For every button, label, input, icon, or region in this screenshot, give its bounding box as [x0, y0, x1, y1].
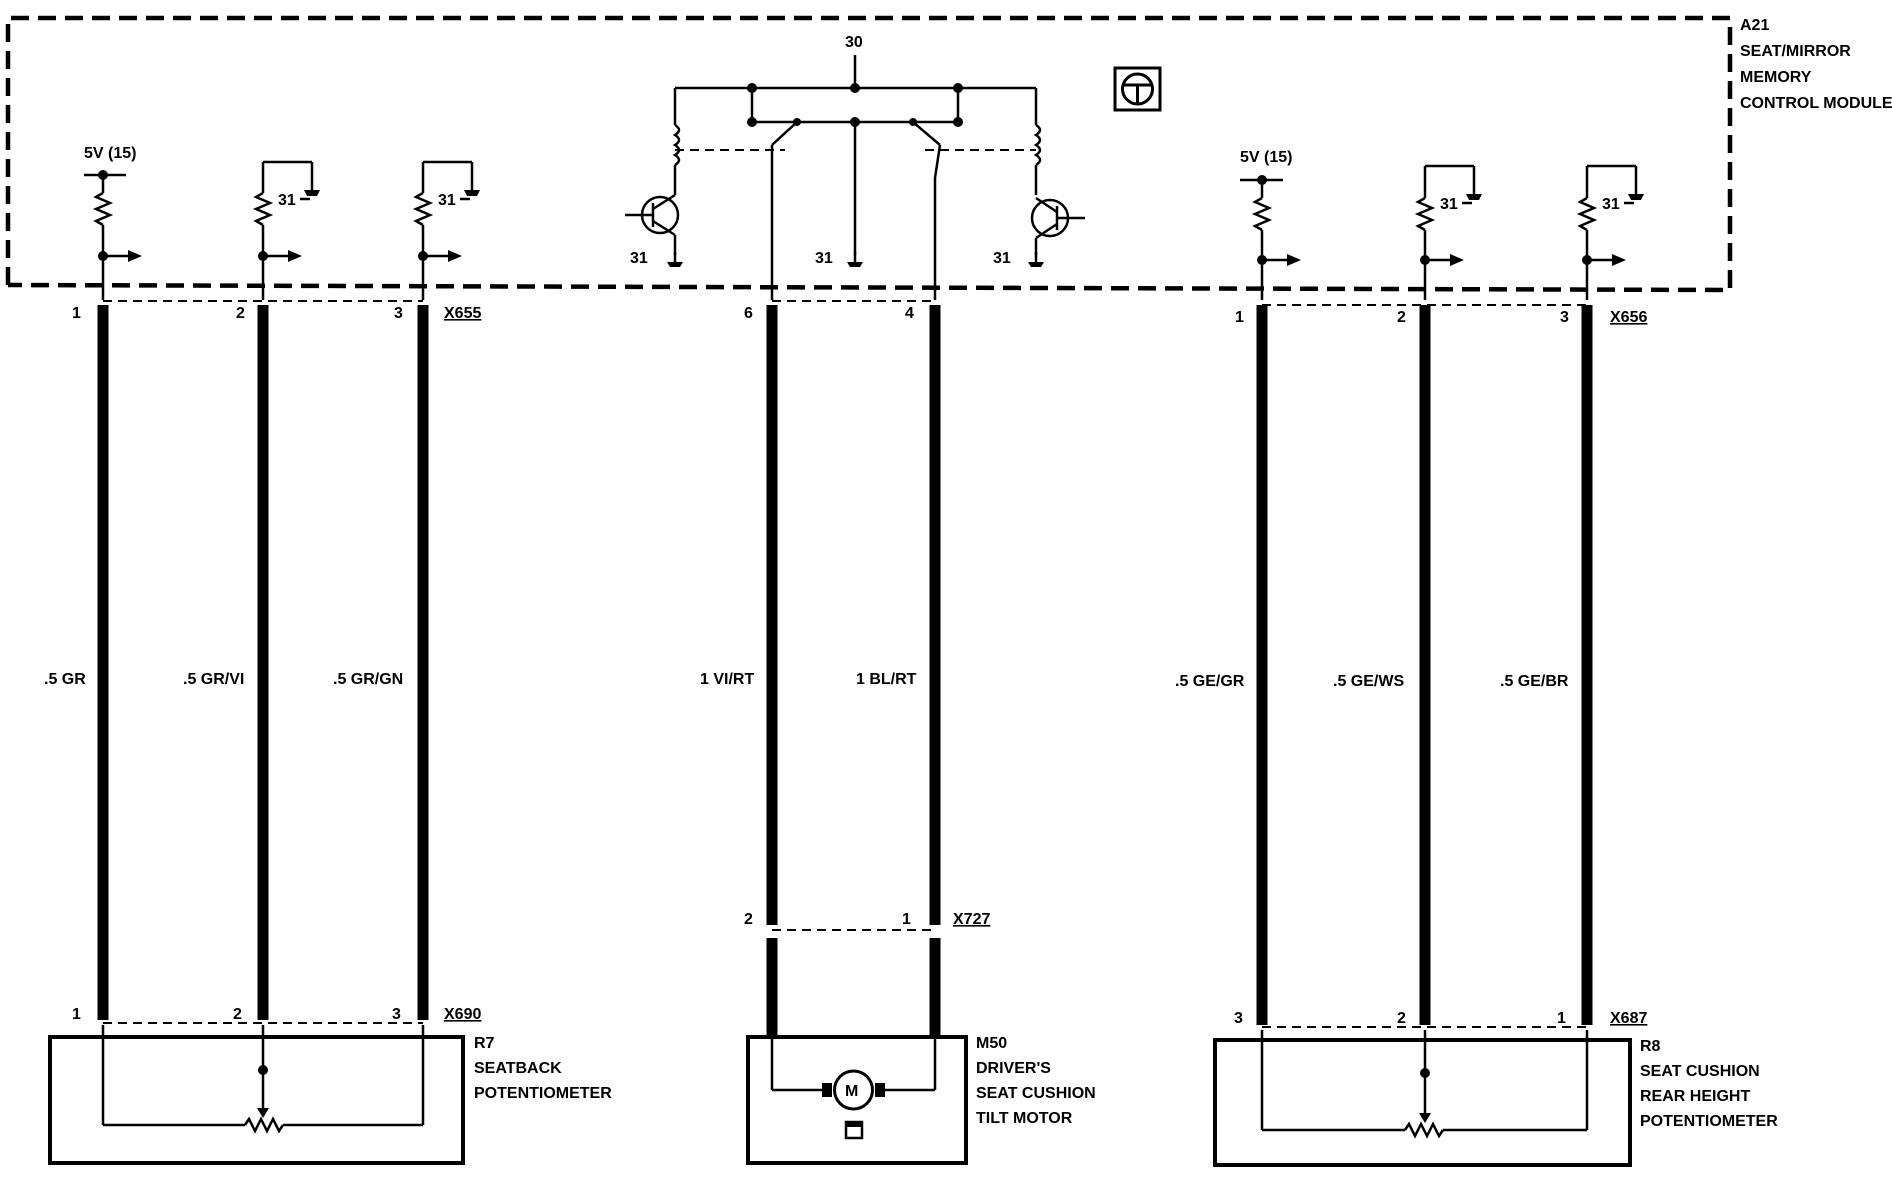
svg-text:.5 GE/BR: .5 GE/BR: [1500, 673, 1569, 690]
steering-wheel-icon: [1113, 66, 1162, 112]
motor-icon: M: [822, 1069, 885, 1111]
svg-text:.5 GR: .5 GR: [44, 671, 86, 688]
module-label: A21 SEAT/MIRROR MEMORY CONTROL MODULE: [1740, 17, 1892, 112]
svg-text:X690: X690: [444, 1006, 481, 1023]
ground-icon: [847, 252, 863, 267]
svg-text:SEATBACK: SEATBACK: [474, 1060, 562, 1077]
svg-text:31: 31: [993, 250, 1011, 267]
svg-text:R8: R8: [1640, 1038, 1661, 1055]
svg-text:1: 1: [72, 1006, 81, 1023]
connector-x655: 1 2 3 X655: [72, 300, 481, 322]
svg-text:X655: X655: [444, 305, 481, 322]
module-boundary: [5, 15, 1733, 293]
svg-text:REAR HEIGHT: REAR HEIGHT: [1640, 1088, 1750, 1105]
svg-text:SEAT/MIRROR: SEAT/MIRROR: [1740, 43, 1851, 60]
ground-icon: [667, 252, 683, 267]
left-wires: .5 GR .5 GR/VI .5 GR/GN: [44, 305, 429, 1020]
svg-text:POTENTIOMETER: POTENTIOMETER: [474, 1085, 612, 1102]
svg-text:3: 3: [1560, 309, 1569, 326]
svg-text:.5 GR/GN: .5 GR/GN: [333, 671, 403, 688]
svg-text:2: 2: [1397, 309, 1406, 326]
svg-text:1: 1: [902, 911, 911, 928]
svg-text:SEAT CUSHION: SEAT CUSHION: [976, 1085, 1096, 1102]
m50-motor: M M50 DRIVER'S SEAT CUSHION TILT MOTOR: [746, 1035, 1096, 1165]
left-input-circuits: 5V (15) 31 31: [84, 145, 480, 300]
svg-text:1: 1: [72, 305, 81, 322]
svg-text:2: 2: [233, 1006, 242, 1023]
svg-text:5V (15): 5V (15): [84, 145, 136, 162]
svg-text:CONTROL MODULE: CONTROL MODULE: [1740, 95, 1892, 112]
r8-potentiometer: R8 SEAT CUSHION REAR HEIGHT POTENTIOMETE…: [1213, 1030, 1778, 1167]
svg-text:R7: R7: [474, 1035, 495, 1052]
svg-text:.5 GR/VI: .5 GR/VI: [183, 671, 244, 688]
svg-text:TILT MOTOR: TILT MOTOR: [976, 1110, 1073, 1127]
right-input-circuits: 5V (15) 31 31: [1240, 149, 1644, 300]
svg-text:M50: M50: [976, 1035, 1007, 1052]
svg-text:3: 3: [394, 305, 403, 322]
svg-text:6: 6: [744, 305, 753, 322]
connector-x656: 1 2 3 X656: [1235, 304, 1647, 326]
svg-text:.5 GE/GR: .5 GE/GR: [1175, 673, 1245, 690]
svg-text:A21: A21: [1740, 17, 1769, 34]
svg-text:31: 31: [278, 192, 296, 209]
svg-text:30: 30: [845, 34, 863, 51]
motor-wires: 1 VI/RT 1 BL/RT: [700, 305, 941, 1038]
svg-text:5V (15): 5V (15): [1240, 149, 1292, 166]
connector-motor-top: 6 4: [744, 300, 935, 322]
seat-icon: [844, 1120, 864, 1140]
connector-x690: 1 2 3 X690: [72, 1006, 481, 1024]
supply-30-network: 30: [625, 34, 1085, 300]
svg-text:2: 2: [236, 305, 245, 322]
r7-potentiometer: R7 SEATBACK POTENTIOMETER: [48, 1025, 612, 1165]
svg-text:31: 31: [815, 250, 833, 267]
ground-icon: [1028, 252, 1044, 267]
svg-text:2: 2: [744, 911, 753, 928]
svg-text:X687: X687: [1610, 1010, 1647, 1027]
svg-text:X727: X727: [953, 911, 990, 928]
svg-text:X656: X656: [1610, 309, 1647, 326]
svg-text:M: M: [845, 1083, 858, 1100]
svg-text:4: 4: [905, 305, 914, 322]
svg-text:1 VI/RT: 1 VI/RT: [700, 671, 754, 688]
svg-text:31: 31: [630, 250, 648, 267]
svg-text:31: 31: [438, 192, 456, 209]
connector-x687: 3 2 1 X687: [1234, 1010, 1647, 1028]
svg-text:2: 2: [1397, 1010, 1406, 1027]
svg-text:31: 31: [1440, 196, 1458, 213]
svg-text:MEMORY: MEMORY: [1740, 69, 1812, 86]
svg-text:3: 3: [1234, 1010, 1243, 1027]
svg-text:31: 31: [1602, 196, 1620, 213]
svg-text:1: 1: [1235, 309, 1244, 326]
svg-text:DRIVER'S: DRIVER'S: [976, 1060, 1051, 1077]
svg-text:3: 3: [392, 1006, 401, 1023]
connector-x727: 2 1 X727: [744, 911, 990, 931]
svg-text:SEAT CUSHION: SEAT CUSHION: [1640, 1063, 1760, 1080]
svg-text:1 BL/RT: 1 BL/RT: [856, 671, 917, 688]
svg-text:1: 1: [1557, 1010, 1566, 1027]
right-wires: .5 GE/GR .5 GE/WS .5 GE/BR: [1175, 305, 1593, 1025]
svg-text:.5 GE/WS: .5 GE/WS: [1333, 673, 1404, 690]
svg-text:POTENTIOMETER: POTENTIOMETER: [1640, 1113, 1778, 1130]
